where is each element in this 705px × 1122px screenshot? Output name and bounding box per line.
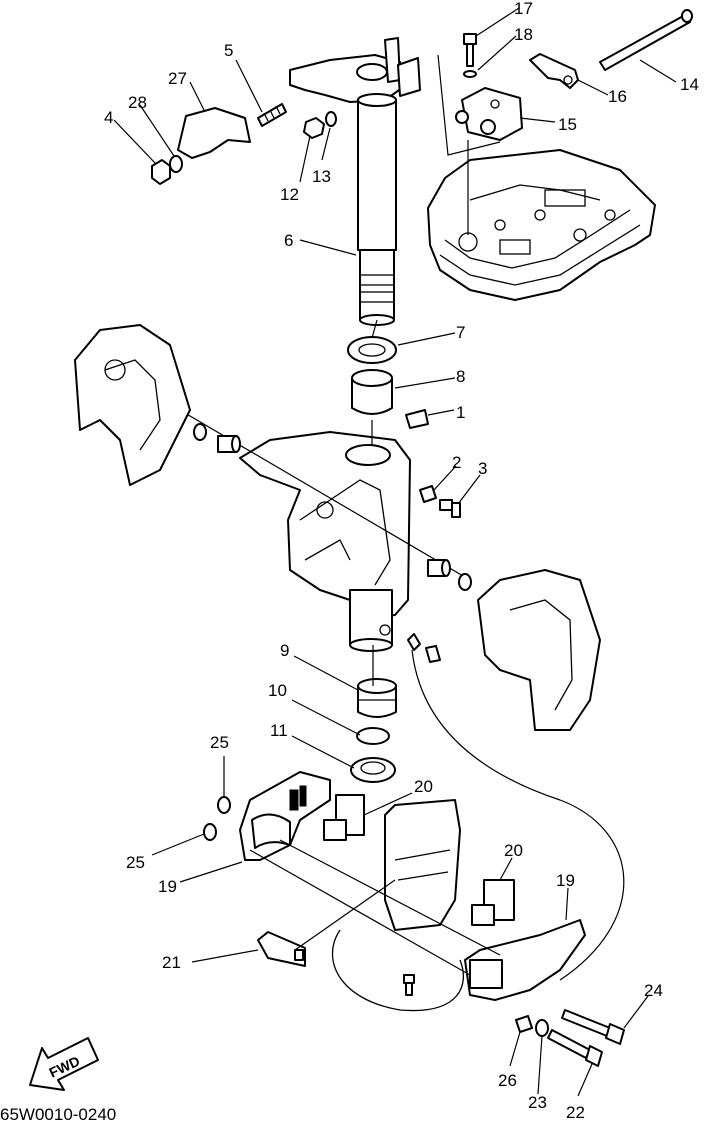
cover-21 <box>257 931 306 967</box>
callout-20-upper: 20 <box>414 777 433 796</box>
seal-7 <box>347 336 397 364</box>
callout-18: 18 <box>514 25 533 44</box>
callout-19-right: 19 <box>556 871 575 890</box>
callout-3: 3 <box>478 459 487 478</box>
mount-rubber-20-upper <box>323 794 365 841</box>
bolt-lower <box>403 974 415 996</box>
drawing-code: 65W0010-0240 <box>0 1105 116 1122</box>
washer-23 <box>535 1019 549 1037</box>
callout-25-lower: 25 <box>126 853 145 872</box>
ground-lead-16 <box>529 53 579 89</box>
callout-15: 15 <box>558 115 577 134</box>
bolt-22 <box>547 1029 603 1067</box>
washer-28 <box>169 155 183 173</box>
callout-9: 9 <box>280 641 289 660</box>
nut-12 <box>303 117 325 139</box>
o-ring-10 <box>356 727 390 745</box>
callout-17: 17 <box>514 0 533 18</box>
ground-lead-26 <box>515 1015 533 1033</box>
bolt-17 <box>463 33 477 78</box>
nut-4 <box>151 159 171 185</box>
callout-26: 26 <box>498 1071 517 1090</box>
steering-arm <box>289 37 421 103</box>
leader-lines <box>113 7 677 1097</box>
mount-rubber-20-lower <box>471 879 515 926</box>
bushing-9 <box>357 678 397 718</box>
callout-24: 24 <box>644 981 663 1000</box>
seal-11 <box>350 757 396 783</box>
clamp-bracket-left <box>74 324 191 486</box>
bushing-8 <box>351 369 393 415</box>
washer-25-upper <box>217 796 231 814</box>
through-bolt-14 <box>599 9 693 71</box>
grease-nipple-2 <box>419 485 437 503</box>
callout-27: 27 <box>168 69 187 88</box>
bracket-27 <box>177 107 251 159</box>
steering-shaft-6 <box>357 93 397 326</box>
clip-1 <box>405 409 429 429</box>
callout-7: 7 <box>456 323 465 342</box>
fwd-arrow-icon: FWD <box>29 1037 99 1091</box>
callout-20-lower: 20 <box>504 841 523 860</box>
bolt-24 <box>561 1009 625 1045</box>
callout-2: 2 <box>452 453 461 472</box>
callout-8: 8 <box>456 367 465 386</box>
callout-21: 21 <box>162 953 181 972</box>
callout-25-upper: 25 <box>210 733 229 752</box>
clamp-bracket-right <box>477 569 601 731</box>
callout-6: 6 <box>284 231 293 250</box>
lower-mount-19-right <box>464 919 586 1001</box>
callout-12: 12 <box>280 185 299 204</box>
grease-nipple-5 <box>257 103 287 127</box>
swivel-bracket <box>239 431 411 652</box>
bushing-left <box>217 435 241 453</box>
washer-25-lower <box>203 823 217 841</box>
callout-14: 14 <box>680 75 699 94</box>
bushing-right <box>427 559 451 577</box>
callout-16: 16 <box>608 87 627 106</box>
callout-23: 23 <box>528 1093 547 1112</box>
bolt-3 <box>439 499 461 518</box>
lower-mount-19-left <box>239 771 331 861</box>
callout-10: 10 <box>268 681 287 700</box>
callout-19-left: 19 <box>158 877 177 896</box>
callout-5: 5 <box>224 41 233 60</box>
callout-22: 22 <box>566 1103 585 1122</box>
callout-28: 28 <box>128 93 147 112</box>
callout-1: 1 <box>456 403 465 422</box>
callout-labels: 1 2 3 4 5 6 7 8 9 10 11 12 13 14 15 16 1… <box>104 0 699 1122</box>
upper-mount-bracket <box>427 149 656 301</box>
lower-case-outline <box>331 799 464 1012</box>
engine-mount-15 <box>455 87 523 141</box>
callout-4: 4 <box>104 108 113 127</box>
washer-13 <box>325 111 337 127</box>
callout-11: 11 <box>270 721 288 740</box>
callout-13: 13 <box>312 167 331 186</box>
